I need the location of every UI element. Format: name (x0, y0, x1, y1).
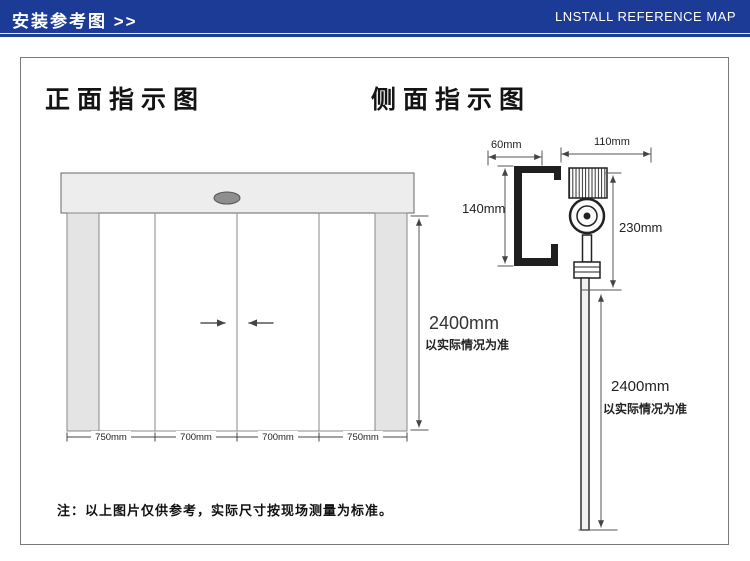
spring-coil (568, 167, 608, 199)
door-leaf (580, 277, 590, 531)
footnote-text: 注：以上图片仅供参考，实际尺寸按现场测量为标准。 (57, 503, 394, 518)
bottom-dim-label-4: 750mm (347, 432, 379, 443)
motor-indicator (213, 191, 241, 205)
track-profile (514, 166, 561, 266)
side-dim-60-label: 60mm (491, 139, 522, 151)
front-height-value: 2400mm (429, 313, 500, 333)
header-beam (60, 172, 415, 214)
banner-divider-line (0, 33, 750, 34)
banner-title-cn: 安装参考图 >> (12, 12, 138, 31)
side-dim-110-label: 110mm (594, 136, 630, 148)
left-side-panel (66, 212, 100, 432)
diagram-frame: 750mm 700mm 700mm 750mm (20, 57, 729, 545)
bottom-dim-label-1: 750mm (95, 432, 127, 443)
door-clamp (573, 261, 601, 279)
hanger-plate (581, 234, 593, 263)
bottom-dimension: 750mm 700mm 700mm 750mm (66, 431, 408, 443)
right-side-panel (374, 212, 408, 432)
front-view-title: 正面指示图 (45, 86, 206, 114)
front-view-diagram: 750mm 700mm 700mm 750mm (60, 172, 429, 443)
bottom-dim-label-3: 700mm (262, 432, 294, 443)
bottom-dim-label-2: 700mm (180, 432, 212, 443)
installation-diagram: 750mm 700mm 700mm 750mm (60, 147, 652, 531)
side-view-diagram (487, 147, 652, 531)
side-height-note: 以实际情况为准 (603, 402, 688, 416)
side-dim-230-label: 230mm (619, 220, 663, 235)
roller-inner-ring (576, 205, 598, 227)
top-banner: 安装参考图 >> LNSTALL REFERENCE MAP (0, 0, 750, 37)
roller-hub (583, 212, 591, 220)
front-height-note: 以实际情况为准 (425, 338, 510, 352)
side-dim-140-label: 140mm (462, 201, 506, 216)
side-view-title: 侧面指示图 (371, 86, 532, 114)
side-height-value: 2400mm (611, 378, 670, 395)
banner-title-en: LNSTALL REFERENCE MAP (555, 9, 736, 24)
